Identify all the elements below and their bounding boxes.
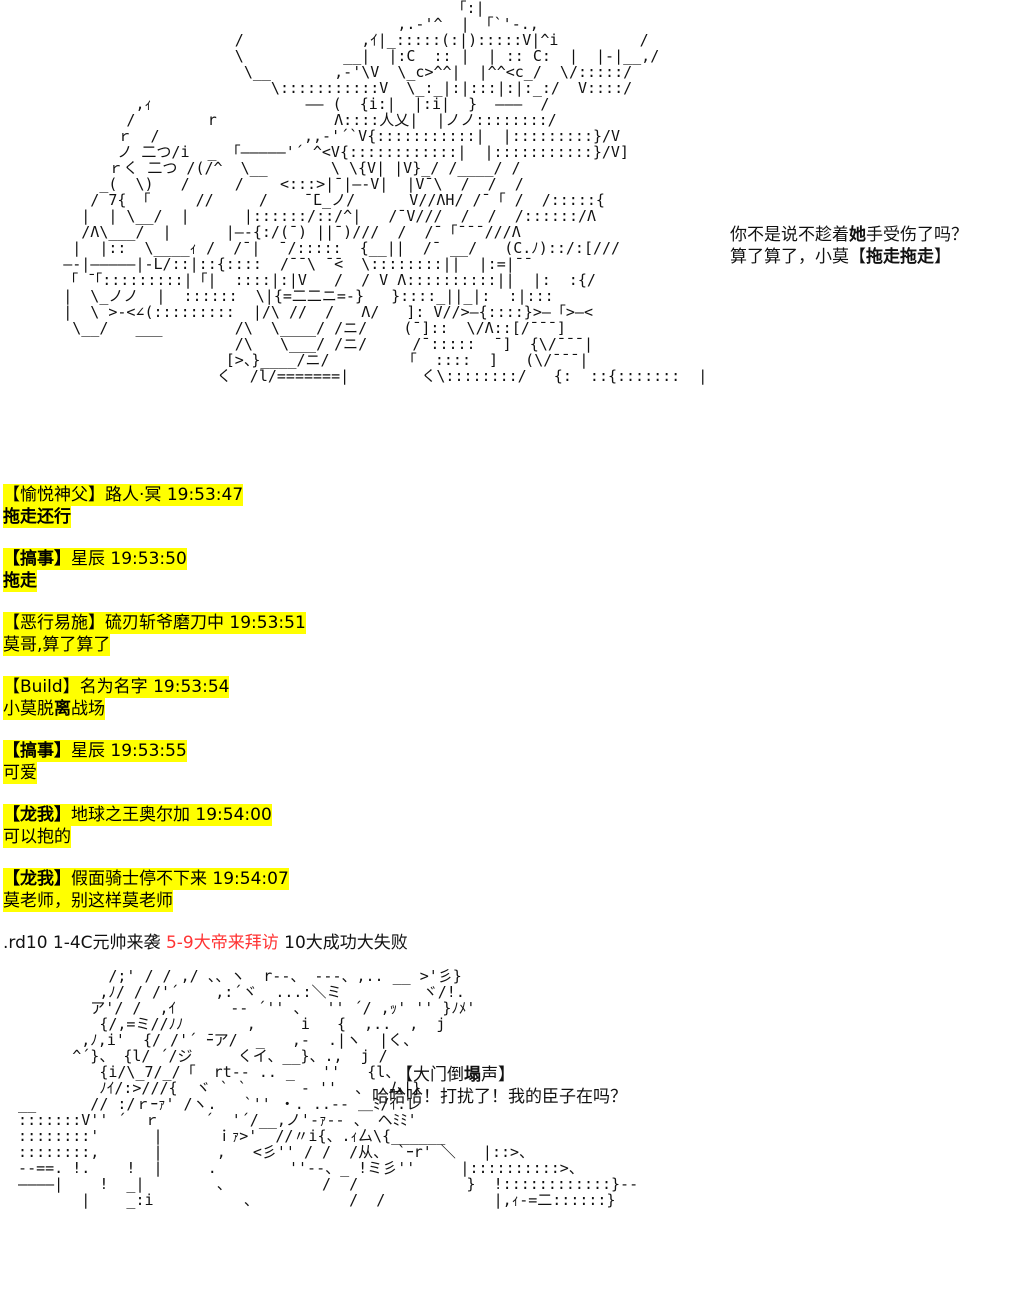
chat-message: 小莫脱离战场	[3, 698, 105, 720]
chat-name: 星辰	[71, 741, 105, 761]
chat-entry: 【龙我】假面骑士停不下来 19:54:07 莫老师，别这样莫老师	[3, 868, 703, 912]
ascii-art-character: /;' / / ,/ 、、ヽ r‐-、 ‐‐-、,.. __ >'彡} ,ﾉ/ …	[18, 968, 639, 1209]
chat-time: 19:53:50	[110, 549, 187, 569]
chat-name: 星辰	[71, 549, 105, 569]
chat-name: 路人·冥	[105, 485, 162, 505]
dice-roll-line: .rd10 1-4C元帅来袭 5-9大帝来拜访 10大成功大失败	[3, 932, 408, 954]
chat-message-text: 可爱	[3, 763, 37, 783]
chat-name: 假面骑士停不下来	[71, 869, 207, 889]
chat-tag: 【搞事】	[3, 741, 71, 761]
chat-message: 可以抱的	[3, 826, 71, 848]
chat-tag: 【Build】	[3, 677, 80, 697]
chat-tag: 【龙我】	[3, 869, 71, 889]
chat-entry: 【龙我】地球之王奥尔加 19:54:00 可以抱的	[3, 804, 703, 848]
chat-header: 【恶行易施】硫刃斩爷磨刀中 19:53:51	[3, 612, 306, 634]
chat-log: 【愉悦神父】路人·冥 19:53:47 拖走还行 【搞事】星辰 19:53:50…	[3, 484, 703, 932]
speech-bottom-line1-c: 声】	[481, 1065, 515, 1085]
chat-message-text: 拖走	[3, 571, 37, 591]
chat-message: 莫哥,算了算了	[3, 634, 111, 656]
ascii-art-robot: 「:| ,.‐'^ | 「`'‐., / ,ｲ|_:::::(:|):::::V…	[63, 0, 708, 385]
speech-top-line1-c: 手受伤了吗？	[866, 225, 968, 245]
speech-top-line2-bold: 拖走拖走	[866, 247, 934, 267]
speech-bottom-line1-bold: 塌	[464, 1065, 481, 1085]
chat-message: 拖走还行	[3, 506, 71, 528]
chat-tag: 【愉悦神父】	[3, 485, 105, 505]
chat-tag: 【龙我】	[3, 805, 71, 825]
chat-name: 硫刃斩爷磨刀中	[105, 613, 224, 633]
chat-message: 可爱	[3, 762, 37, 784]
chat-entry: 【Build】名为名字 19:53:54 小莫脱离战场	[3, 676, 703, 720]
speech-bottom: 【大门倒塌声】 哈哈哈！打扰了！我的臣子在吗？	[372, 1064, 627, 1108]
chat-message-text: 莫哥,算了算了	[3, 635, 111, 655]
speech-top-line2-c: 】	[934, 247, 951, 267]
speech-top-line1: 你不是说不趁着她手受伤了吗？	[730, 224, 968, 246]
chat-time: 19:53:51	[229, 613, 306, 633]
chat-header: 【龙我】地球之王奥尔加 19:54:00	[3, 804, 272, 826]
speech-bottom-line1: 【大门倒塌声】	[372, 1064, 627, 1086]
speech-bottom-line2: 哈哈哈！打扰了！我的臣子在吗？	[372, 1087, 627, 1107]
chat-header: 【龙我】假面骑士停不下来 19:54:07	[3, 868, 289, 890]
chat-entry: 【愉悦神父】路人·冥 19:53:47 拖走还行	[3, 484, 703, 528]
chat-message-text: 莫老师，别这样莫老师	[3, 891, 173, 911]
chat-entry: 【恶行易施】硫刃斩爷磨刀中 19:53:51 莫哥,算了算了	[3, 612, 703, 656]
chat-time: 19:53:47	[166, 485, 244, 505]
chat-message: 拖走	[3, 570, 37, 592]
speech-top: 你不是说不趁着她手受伤了吗？ 算了算了，小莫【拖走拖走】	[730, 224, 968, 268]
chat-message-text: 小莫脱	[3, 699, 54, 719]
speech-top-line1-a: 你不是说不趁着	[730, 225, 849, 245]
chat-message: 莫老师，别这样莫老师	[3, 890, 173, 912]
chat-message-text: 拖走还行	[3, 507, 71, 527]
chat-message-bold: 离	[54, 699, 71, 719]
chat-message-text: 可以抱的	[3, 827, 71, 847]
chat-tag: 【恶行易施】	[3, 613, 105, 633]
chat-tag: 【搞事】	[3, 549, 71, 569]
chat-entry: 【搞事】星辰 19:53:50 拖走	[3, 548, 703, 592]
speech-top-line1-bold: 她	[849, 225, 866, 245]
chat-time: 19:54:07	[212, 869, 289, 889]
speech-top-line2-a: 算了算了，小莫【	[730, 247, 866, 267]
chat-header: 【搞事】星辰 19:53:50	[3, 548, 187, 570]
speech-bottom-line1-a: 【大门倒	[396, 1065, 464, 1085]
chat-entry: 【搞事】星辰 19:53:55 可爱	[3, 740, 703, 784]
dice-roll-highlight: 5-9大帝来拜访	[165, 933, 279, 953]
chat-header: 【Build】名为名字 19:53:54	[3, 676, 230, 698]
chat-header: 【愉悦神父】路人·冥 19:53:47	[3, 484, 244, 506]
chat-time: 19:53:55	[110, 741, 187, 761]
speech-top-line2: 算了算了，小莫【拖走拖走】	[730, 246, 968, 268]
chat-name: 地球之王奥尔加	[71, 805, 190, 825]
chat-time: 19:54:00	[195, 805, 272, 825]
chat-name: 名为名字	[79, 677, 148, 697]
chat-time: 19:53:54	[153, 677, 230, 697]
chat-message-text: 战场	[71, 699, 105, 719]
chat-header: 【搞事】星辰 19:53:55	[3, 740, 187, 762]
dice-roll-prefix: .rd10 1-4C元帅来袭	[3, 933, 166, 953]
dice-roll-suffix: 10大成功大失败	[278, 933, 408, 953]
